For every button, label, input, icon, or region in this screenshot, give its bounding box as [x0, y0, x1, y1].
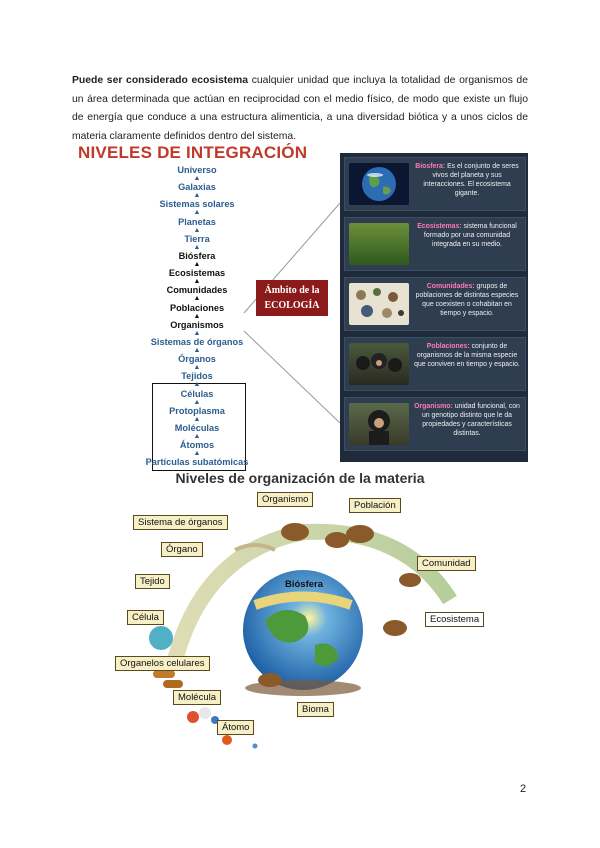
tag-organo: Órgano [161, 542, 203, 557]
level-item: Planetas [178, 216, 216, 227]
up-arrow-icon: ▲ [193, 312, 201, 320]
up-arrow-icon: ▲ [193, 278, 201, 286]
level-item: Partículas subatómicas [145, 457, 249, 468]
tag-bioma: Bioma [297, 702, 334, 717]
level-item: Biósfera [178, 251, 216, 261]
tag-biosfera: Biósfera [285, 579, 324, 590]
card-text: Poblaciones: conjunto de organismos de l… [414, 343, 520, 368]
tag-organismo: Organismo [257, 492, 314, 507]
level-item: Moléculas [174, 423, 220, 433]
up-arrow-icon: ▲ [193, 347, 201, 354]
card-ecosistemas: Ecosistemas: sistema funcional formado p… [344, 217, 526, 271]
card-text: Organismo: unidad funcional, con un geno… [414, 403, 520, 437]
level-item: Órganos [178, 354, 216, 365]
up-arrow-icon: ▲ [193, 175, 201, 182]
integration-levels-figure: NIVELES DE INTEGRACIÓN Universo▲Galaxias… [72, 141, 528, 471]
intro-paragraph: Puede ser considerado ecosistema cualqui… [72, 72, 528, 146]
up-arrow-icon: ▲ [193, 329, 201, 337]
earth-image [349, 163, 409, 205]
card-poblaciones: Poblaciones: conjunto de organismos de l… [344, 337, 526, 391]
level-item: Ecosistemas [168, 268, 226, 279]
up-arrow-icon: ▲ [193, 192, 201, 200]
ambito-line2: ECOLOGÍA [264, 300, 320, 311]
tag-sistema-organos: Sistema de órganos [133, 515, 228, 530]
level-item: Tierra [184, 233, 210, 244]
level-item: Sistemas de órganos [150, 337, 244, 347]
level-item: Tejidos [181, 371, 213, 382]
ecology-scope-label: Ámbito de la ECOLOGÍA [256, 280, 328, 316]
ambito-line1: Ámbito de la [264, 285, 320, 296]
up-arrow-icon: ▲ [193, 364, 201, 372]
tag-comunidad: Comunidad [417, 556, 476, 571]
tag-poblacion: Población [349, 498, 401, 513]
matter-organization-figure: Niveles de organización de la materia Or… [105, 470, 495, 755]
tag-tejido: Tejido [135, 574, 170, 589]
tag-ecosistema: Ecosistema [425, 612, 485, 627]
up-arrow-icon: ▲ [193, 415, 201, 423]
page-number: 2 [520, 783, 527, 795]
up-arrow-icon: ▲ [193, 209, 201, 217]
card-comunidades: Comunidades: grupos de poblaciones de di… [344, 277, 526, 331]
level-item: Protoplasma [169, 405, 225, 416]
matter-illustration [149, 523, 457, 749]
level-item: Galaxias [178, 182, 216, 193]
tag-celula: Célula [127, 610, 164, 625]
figure-title: Niveles de organización de la materia [175, 470, 425, 486]
up-arrow-icon: ▲ [193, 243, 201, 251]
up-arrow-icon: ▲ [193, 398, 201, 406]
up-arrow-icon: ▲ [193, 295, 201, 303]
figure-title: NIVELES DE INTEGRACIÓN [78, 143, 308, 162]
tag-atomo: Átomo [217, 720, 255, 735]
level-item: Sistemas solares [159, 199, 235, 210]
chimp-image [349, 403, 409, 445]
level-item: Poblaciones [169, 302, 225, 313]
card-biosfera: Biosfera: Es el conjunto de seres vivos … [344, 157, 526, 211]
up-arrow-icon: ▲ [193, 433, 201, 440]
tag-molecula: Molécula [173, 690, 222, 705]
level-item: Células [180, 388, 214, 399]
chimp-group-image [349, 343, 409, 385]
tag-organelos: Organelos celulares [115, 656, 210, 671]
level-item: Universo [177, 165, 217, 175]
up-arrow-icon: ▲ [193, 226, 201, 234]
levels-panel: Biosfera: Es el conjunto de seres vivos … [340, 153, 528, 462]
level-item: Organismos [170, 319, 224, 330]
up-arrow-icon: ▲ [193, 381, 201, 389]
level-item: Comunidades [166, 285, 228, 296]
intro-bold: Puede ser considerado ecosistema [72, 75, 249, 86]
card-text: Comunidades: grupos de poblaciones de di… [415, 283, 519, 317]
ecology-box [152, 383, 246, 471]
card-text: Ecosistemas: sistema funcional formado p… [417, 223, 517, 248]
up-arrow-icon: ▲ [193, 261, 201, 268]
up-arrow-icon: ▲ [193, 450, 201, 458]
level-item: Átomos [179, 440, 215, 451]
intro-text: cualquier unidad que incluya la totalida… [72, 75, 528, 142]
card-text: Biosfera: Es el conjunto de seres vivos … [415, 163, 519, 197]
card-organismo: Organismo: unidad funcional, con un geno… [344, 397, 526, 451]
forest-image [349, 223, 409, 265]
animals-image [349, 283, 409, 325]
